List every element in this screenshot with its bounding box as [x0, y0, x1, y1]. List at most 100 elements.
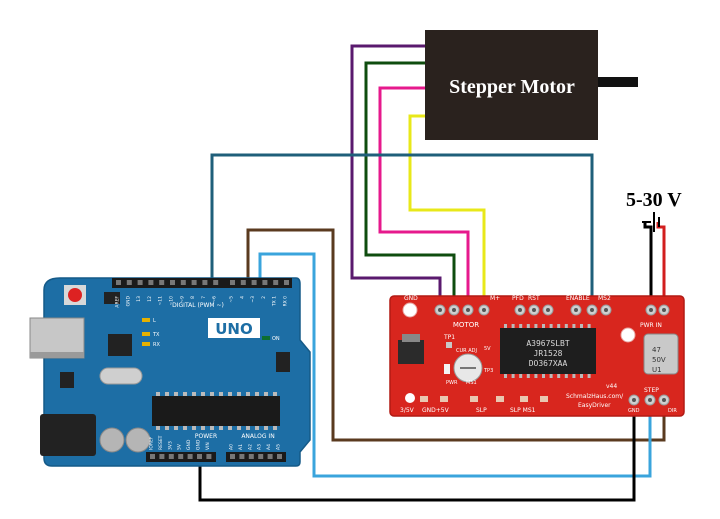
battery-symbol: [642, 212, 660, 232]
atmega-chip: [152, 396, 280, 426]
sleep-wire: [258, 252, 652, 478]
driver-chip-leg: [534, 324, 538, 328]
driver-chip-leg: [587, 374, 591, 378]
digital-pin: [213, 280, 219, 285]
ms2-label: MS2: [598, 295, 611, 302]
analog-pin-label: A0: [229, 444, 235, 450]
driver-header-pin-hole: [532, 308, 536, 312]
crystal: [99, 367, 143, 385]
chip-leg: [246, 426, 250, 430]
driver-top-pins: [434, 304, 670, 316]
digital-pin: [230, 280, 235, 285]
driver-header-pin-hole: [466, 308, 470, 312]
chip-leg: [237, 426, 241, 430]
driver-chip-leg: [519, 324, 523, 328]
driver-header-pin-hole: [438, 308, 442, 312]
power-pin-label: 3V3: [167, 441, 173, 450]
mount-hole-tl: [402, 302, 418, 318]
pfd-label: PFD: [512, 295, 524, 302]
power-pin: [197, 454, 202, 459]
driver-pad: [520, 396, 528, 402]
chip-leg: [165, 392, 169, 396]
digital-pin: [170, 280, 175, 285]
step-wire: [246, 228, 666, 442]
digital-pin-label: ~3: [250, 296, 256, 303]
digital-pin-label: 12: [147, 296, 153, 302]
uno-badge: [208, 318, 260, 338]
tp1-pad: [446, 342, 452, 348]
driver-chip-leg: [564, 324, 568, 328]
chip-leg: [183, 392, 187, 396]
supply-negative-wire: [643, 222, 653, 302]
driver-header-pin-hole: [590, 308, 594, 312]
usb-shadow: [30, 352, 84, 358]
mount-hole-bl: [405, 393, 415, 403]
driver-pad: [440, 396, 448, 402]
analog-pin: [230, 454, 235, 459]
led-pwr: [444, 364, 450, 374]
led-label-l: L: [153, 318, 156, 324]
tp3-label: TP3: [483, 368, 493, 374]
driver-chip-leg: [572, 374, 576, 378]
driver-header-pin-hole: [452, 308, 456, 312]
driver-pad: [470, 396, 478, 402]
analog-pin: [267, 454, 273, 459]
power-pin: [168, 454, 174, 459]
chip-leg: [219, 392, 223, 396]
reset-button-cap[interactable]: [68, 288, 82, 302]
digital-pin: [159, 280, 165, 285]
digital-pin: [148, 280, 154, 285]
dir-wire: [210, 153, 594, 302]
chip-leg: [165, 426, 169, 430]
power-pin-label: VIN: [205, 442, 211, 450]
driver-header-pin-hole: [482, 308, 486, 312]
chip-line-2: JR1528: [534, 349, 563, 358]
driver-chip-leg: [511, 374, 515, 378]
power-pin-label: 5V: [177, 443, 183, 450]
power-pin-label: RESET: [158, 435, 164, 450]
motor-wire-d: [408, 114, 486, 302]
chip-leg: [228, 392, 232, 396]
driver-chip-leg: [504, 324, 507, 328]
chip-leg: [156, 392, 160, 396]
easydriver-board: A3967SLBT JR1528 DO367XAA 47 50V U1 MOTO…: [389, 295, 685, 417]
step-label: STEP: [644, 387, 659, 394]
pwr-in-label: PWR IN: [640, 322, 662, 329]
ms1-label: MS1: [466, 380, 477, 386]
driver-bottom-pin-hole: [648, 398, 652, 402]
driver-chip-leg: [580, 324, 583, 328]
led-label-rx: RX: [153, 342, 160, 348]
digital-pin: [262, 280, 268, 285]
digital-header: [112, 278, 292, 288]
driver-bottom-pins: [420, 394, 670, 406]
digital-pin: [126, 280, 132, 285]
motor-label: Stepper Motor: [449, 76, 575, 98]
chip-leg: [246, 392, 250, 396]
digital-pin: [180, 280, 186, 285]
electrolytic-cap: [643, 333, 679, 375]
driver-pad: [496, 396, 504, 402]
chip-leg: [192, 426, 196, 430]
driver-chip-legs: [504, 324, 591, 378]
driver-bottom-pin-hole: [632, 398, 636, 402]
chip-leg: [210, 392, 214, 396]
power-pin-label: GND: [186, 439, 192, 450]
slp-label: SLP: [476, 407, 487, 414]
power-pin-label: GND: [196, 439, 202, 450]
gnd-top-label: GND: [404, 295, 418, 302]
digital-pin-label: TX 1: [272, 296, 278, 307]
digital-pin-label: GND: [125, 295, 131, 306]
dir-label: DIR: [668, 408, 677, 414]
m-plus-label: M+: [490, 295, 500, 302]
driver-chip-leg: [504, 374, 507, 378]
pwr-led-label: PWR: [446, 380, 458, 386]
cur-adj-label: CUR ADJ: [456, 348, 477, 354]
analog-pin-label: A5: [276, 444, 282, 450]
mount-hole-tr: [620, 327, 636, 343]
driver-regulator-tab: [402, 334, 420, 342]
driver-chip-leg: [557, 324, 561, 328]
chip-leg: [273, 426, 277, 430]
motor-header-label: MOTOR: [453, 321, 479, 329]
